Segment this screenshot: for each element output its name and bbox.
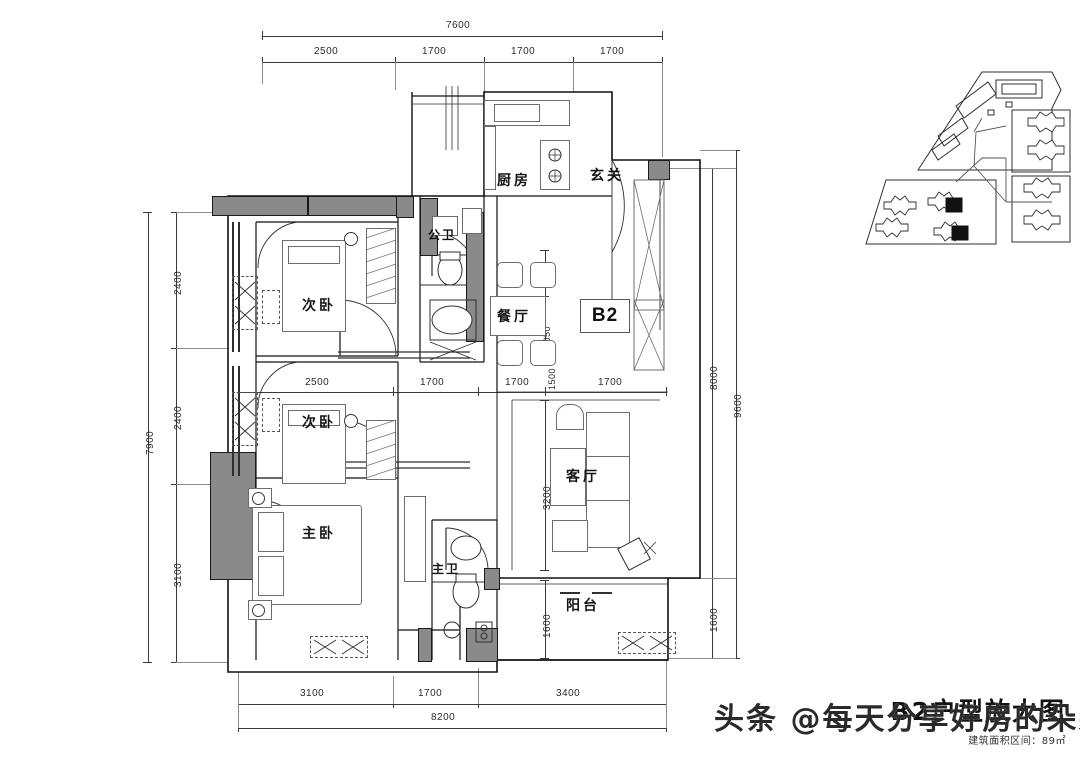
dim-top-seg-3: 1700	[511, 46, 536, 57]
exterior-window	[232, 366, 234, 476]
room-label-dining: 餐厅	[497, 309, 531, 325]
dining-table	[490, 296, 546, 336]
ceiling-light	[344, 232, 358, 246]
room-label-living: 客厅	[566, 469, 600, 485]
balcony-rail	[560, 592, 580, 594]
coffee-table	[550, 448, 586, 506]
wall-segment	[484, 568, 500, 590]
title-block: B2户型放大图 建筑面积区间：89㎡	[891, 692, 1066, 747]
wardrobe-hatch	[365, 227, 397, 299]
entry-hatch	[633, 179, 665, 311]
dining-chair	[497, 262, 523, 288]
dim-mid-1700a: 1700	[420, 377, 445, 388]
dim-top-seg-2: 1700	[422, 46, 447, 57]
room-label-bedroom2-lower: 次卧	[302, 415, 336, 431]
dim-mid-1700b: 1700	[505, 377, 530, 388]
kitchen-sink	[494, 104, 540, 122]
wall-segment	[396, 196, 414, 218]
exterior-window	[238, 222, 240, 352]
page-subtitle: 建筑面积区间：89㎡	[968, 736, 1066, 747]
highlighted-tower	[945, 197, 969, 241]
room-label-master-bedroom: 主卧	[302, 526, 336, 542]
wall-segment	[308, 196, 398, 216]
dim-mid-1700c: 1700	[598, 377, 623, 388]
pillow	[288, 246, 340, 264]
pillow	[288, 410, 340, 426]
dim-mid-2500: 2500	[305, 377, 330, 388]
dining-chair	[530, 340, 556, 366]
dim-top-overall: 7600	[446, 20, 471, 31]
unit-tag-b2: B2	[580, 299, 630, 333]
room-label-entry: 玄关	[590, 168, 624, 184]
master-bath-fixtures	[443, 535, 493, 643]
kitchen-stove-burners	[548, 148, 562, 183]
master-pillow	[258, 512, 284, 552]
dining-chair	[497, 340, 523, 366]
side-table	[556, 404, 584, 430]
room-label-master-bath: 主卫	[432, 562, 461, 576]
dim-bottom-seg-2: 1700	[418, 688, 443, 699]
tv-cabinet	[552, 520, 588, 552]
ceiling-light	[252, 492, 265, 505]
dim-bottom-seg-3: 3400	[556, 688, 581, 699]
kitchen-cabinet	[484, 126, 496, 190]
dim-top-seg-1: 2500	[314, 46, 339, 57]
dim-bottom-overall: 8200	[431, 712, 456, 723]
ceiling-light	[252, 604, 265, 617]
wall-segment	[418, 628, 432, 662]
balcony-rail	[592, 592, 612, 594]
room-label-bedroom2-upper: 次卧	[302, 298, 336, 314]
page-title: B2户型放大图	[890, 697, 1066, 726]
room-label-balcony: 阳台	[566, 598, 600, 614]
site-key-plan	[865, 71, 1071, 245]
accent-chair	[617, 537, 657, 571]
watermark: 头条 @每天分享好房的朵果	[714, 702, 1080, 737]
master-wardrobe	[404, 496, 426, 582]
wall-segment	[648, 160, 670, 180]
dining-chair	[530, 262, 556, 288]
exterior-window	[232, 222, 234, 352]
sofa	[586, 412, 630, 548]
exterior-window	[238, 366, 240, 476]
entry-hatch	[633, 299, 665, 371]
room-label-public-bath: 公卫	[428, 228, 457, 242]
wardrobe-hatch	[365, 419, 397, 479]
master-pillow	[258, 556, 284, 596]
dim-top-seg-4: 1700	[600, 46, 625, 57]
room-label-kitchen: 厨房	[497, 173, 531, 189]
public-bath-fixtures	[429, 251, 477, 361]
utility-fixture	[432, 216, 458, 236]
wall-segment	[212, 196, 308, 216]
ceiling-light	[344, 414, 358, 428]
dim-bottom-seg-1: 3100	[300, 688, 325, 699]
washer	[462, 208, 482, 234]
